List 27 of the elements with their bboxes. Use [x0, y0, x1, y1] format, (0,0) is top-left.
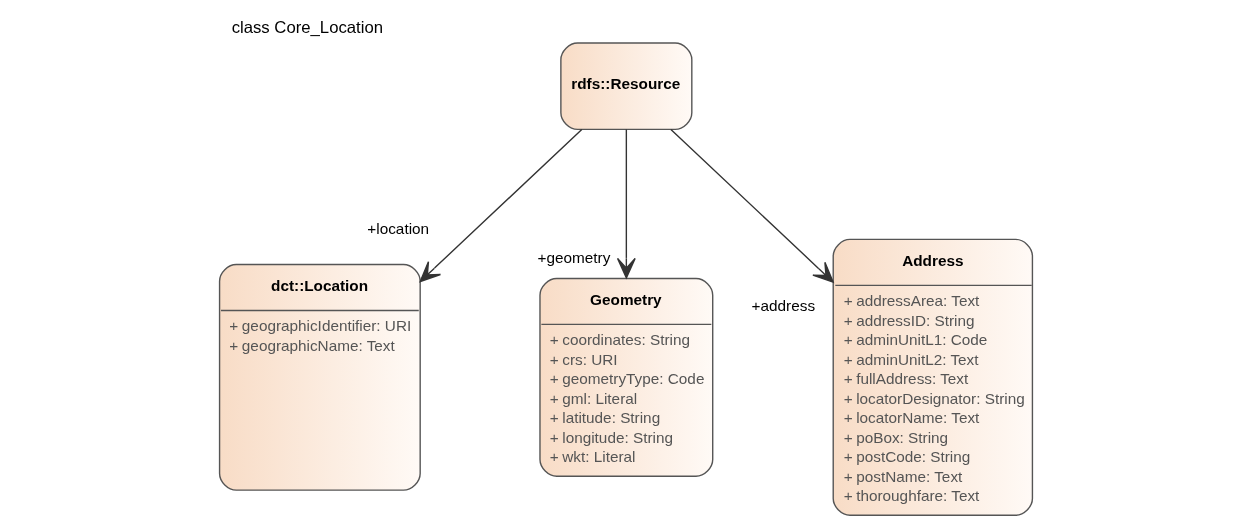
arrow	[419, 128, 582, 283]
edge-label: +location	[366, 220, 429, 238]
label: +	[228, 336, 238, 354]
label: +	[549, 448, 559, 466]
label: +	[843, 389, 853, 407]
label: +	[549, 350, 559, 368]
label: +	[549, 409, 559, 427]
edge-label: +geometry	[537, 248, 610, 266]
label: +	[843, 428, 853, 446]
label: +	[549, 370, 559, 388]
label: +	[549, 331, 559, 349]
label: +	[843, 409, 853, 427]
label: +	[843, 467, 853, 485]
label: +	[843, 331, 853, 349]
label: +	[843, 370, 853, 388]
label: +	[843, 311, 853, 329]
label: +	[549, 428, 559, 446]
label: +	[843, 487, 853, 505]
label: +	[843, 292, 853, 310]
arrow	[669, 128, 834, 283]
label: +	[228, 317, 238, 335]
label: +	[549, 389, 559, 407]
label: +	[843, 448, 853, 466]
edge-label: +address	[751, 297, 815, 315]
arrow	[616, 128, 636, 279]
label: +	[843, 350, 853, 368]
diagram-title: class Core_Location	[231, 17, 383, 37]
